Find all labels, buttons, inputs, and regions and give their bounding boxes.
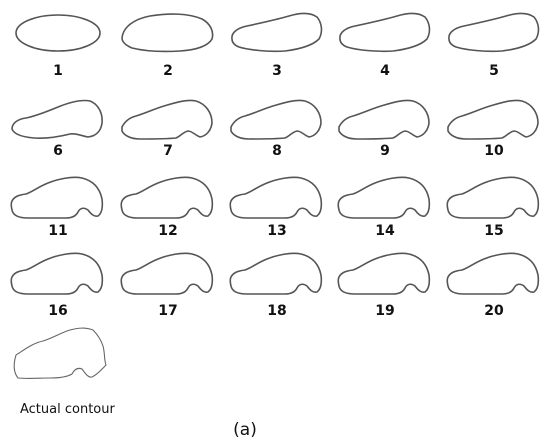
contour-label-14: 14 <box>375 223 395 239</box>
contour-panel-19: 19 <box>337 252 431 319</box>
contour-shape-17 <box>120 252 214 295</box>
contour-panel-4: 4 <box>339 12 431 79</box>
contour-panel-13: 13 <box>229 176 323 239</box>
contour-panel-17: 17 <box>120 252 214 319</box>
contour-shape-7 <box>121 99 213 140</box>
contour-shape-2 <box>121 13 214 53</box>
contour-panel-5: 5 <box>448 12 540 79</box>
subfigure-label: (a) <box>233 420 257 440</box>
contour-panel-2: 2 <box>121 13 214 79</box>
contour-panel-3: 3 <box>231 12 323 79</box>
contour-shape-12 <box>120 176 214 219</box>
contour-label-8: 8 <box>272 143 282 159</box>
contour-label-12: 12 <box>158 223 177 239</box>
contour-label-7: 7 <box>163 143 173 159</box>
actual-contour-panel: Actual contour <box>13 327 115 417</box>
contour-label-19: 19 <box>375 303 394 319</box>
contour-shape-11 <box>10 176 104 219</box>
contour-panel-6: 6 <box>11 99 103 159</box>
contour-label-5: 5 <box>489 63 499 79</box>
contour-label-16: 16 <box>48 303 67 319</box>
contour-shape-20 <box>446 252 540 295</box>
contour-panel-18: 18 <box>229 252 323 319</box>
contour-label-6: 6 <box>53 143 63 159</box>
contour-shape-5 <box>448 12 540 53</box>
actual-contour-caption: Actual contour <box>20 402 115 417</box>
contour-label-11: 11 <box>48 223 67 239</box>
contour-label-15: 15 <box>484 223 503 239</box>
actual-contour-shape <box>13 327 107 379</box>
contour-panel-9: 9 <box>338 99 430 159</box>
contour-shape-9 <box>338 99 430 140</box>
contour-shape-4 <box>339 12 431 53</box>
contour-label-20: 20 <box>484 303 504 319</box>
contour-panel-7: 7 <box>121 99 213 159</box>
contour-label-9: 9 <box>380 143 390 159</box>
contour-shape-1 <box>15 14 101 52</box>
contour-label-13: 13 <box>267 223 286 239</box>
contour-panel-20: 20 <box>446 252 540 319</box>
contour-panel-1: 1 <box>15 14 101 79</box>
contour-label-1: 1 <box>53 63 63 79</box>
contour-shape-8 <box>230 99 322 140</box>
contour-shape-18 <box>229 252 323 295</box>
contour-label-4: 4 <box>380 63 390 79</box>
contour-label-2: 2 <box>163 63 173 79</box>
contour-panel-16: 16 <box>10 252 104 319</box>
contour-label-3: 3 <box>272 63 282 79</box>
contour-panel-12: 12 <box>120 176 214 239</box>
contour-shape-6 <box>11 99 103 139</box>
contour-shape-13 <box>229 176 323 219</box>
contour-shape-10 <box>447 99 539 140</box>
contour-panel-8: 8 <box>230 99 322 159</box>
contour-shape-15 <box>446 176 540 219</box>
contour-panel-15: 15 <box>446 176 540 239</box>
contour-panel-10: 10 <box>447 99 539 159</box>
contour-panel-11: 11 <box>10 176 104 239</box>
contour-label-18: 18 <box>267 303 286 319</box>
contour-shape-19 <box>337 252 431 295</box>
contour-shape-16 <box>10 252 104 295</box>
contour-label-17: 17 <box>158 303 177 319</box>
contour-panel-14: 14 <box>337 176 431 239</box>
contour-shape-14 <box>337 176 431 219</box>
contour-label-10: 10 <box>484 143 504 159</box>
contour-shape-3 <box>231 12 323 53</box>
